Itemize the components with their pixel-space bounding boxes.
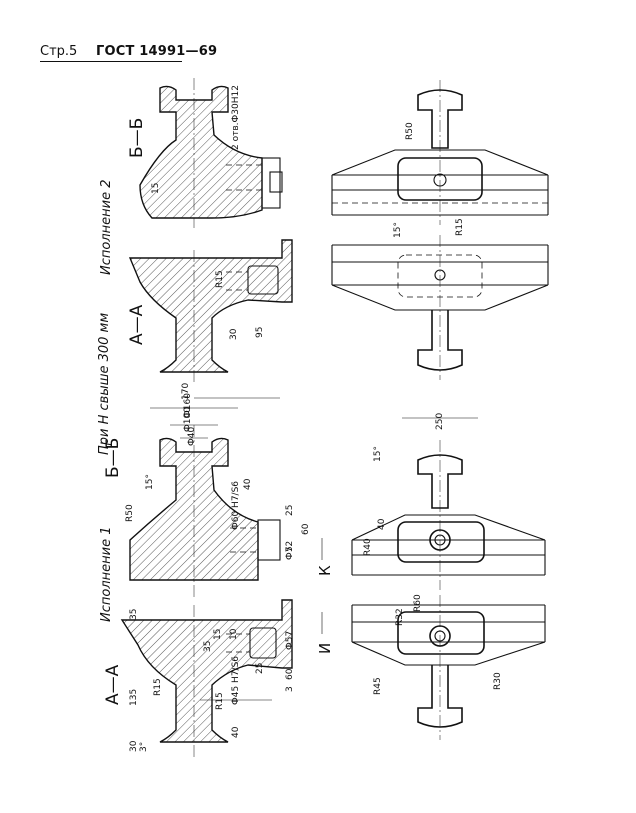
dim-phi100: Ф100 (183, 407, 193, 432)
page-number: 5 (69, 44, 78, 59)
view-i-label: И (316, 643, 334, 654)
dim-30-b: 30 (229, 328, 239, 340)
section-bb-bottom: Б—Б (103, 438, 123, 478)
variant2-plan-view (331, 80, 549, 380)
dim-holes: 2 отв.Ф30Н12 (231, 85, 241, 150)
dim-25-b: 25 (285, 505, 295, 516)
dim-phi40: Ф40 (187, 427, 197, 446)
dim-r15-v2: R15 (215, 270, 225, 288)
variant2-title: Исполнение 2 (99, 180, 114, 275)
dim-30: 30 (129, 740, 139, 752)
dim-r30: R30 (493, 672, 503, 690)
dim-r50-b: R50 (125, 504, 135, 522)
dim-r15-v2b: R15 (455, 218, 465, 236)
dim-r45: R45 (373, 677, 383, 695)
dim-3deg: 3° (139, 742, 149, 752)
dim-40-c: 40 (377, 518, 387, 530)
variant1-section-aa (120, 599, 293, 760)
variant2-section-aa (128, 239, 293, 385)
dim-r15-b: R15 (215, 692, 225, 710)
dim-15-a: 15 (213, 629, 223, 640)
dim-60-b: 60 (301, 523, 311, 535)
dim-25-a: 25 (255, 663, 265, 674)
dim-15deg-v2: 15° (393, 222, 403, 238)
dim-15-b: 15 (151, 183, 161, 194)
dim-95: 95 (255, 327, 265, 338)
dim-170: 170 (181, 383, 191, 400)
dim-phi57: Ф57 (285, 631, 295, 650)
variant2-section-bb (139, 78, 283, 228)
dim-10: 10 (229, 628, 239, 640)
dim-35-b: 35 (203, 641, 213, 652)
dim-35-a: 35 (129, 609, 139, 620)
header-underline (40, 61, 182, 62)
variant1-plan-view (351, 417, 546, 740)
dim-r50-v2: R50 (405, 122, 415, 140)
dim-3: 3 (285, 686, 295, 692)
section-bb-top: Б—Б (127, 118, 147, 158)
dim-phi60: Ф60 H7/S6 (231, 481, 241, 530)
condition-note: При Н свыше 300 мм (97, 313, 112, 455)
section-aa-top: А—А (127, 304, 147, 345)
dim-r15-a: R15 (153, 678, 163, 696)
rotated-labels: При Н свыше 300 мм Исполнение 2 Исполнен… (97, 85, 503, 752)
dim-15deg-v1: 15° (373, 446, 383, 462)
dim-phi72: Ф72 (285, 541, 295, 560)
dim-r32: R32 (395, 608, 405, 626)
dim-phi160: Ф160 (183, 393, 193, 418)
dim-60-a: 60 (285, 668, 295, 680)
dim-5: 5 (285, 546, 295, 552)
variant1-title: Исполнение 1 (99, 527, 114, 622)
dim-40-b: 40 (243, 478, 253, 490)
dim-r60: R60 (413, 594, 423, 612)
variant1-section-bb (129, 397, 281, 600)
dim-r40: R40 (363, 538, 373, 556)
dim-250: 250 (435, 413, 445, 430)
dim-phi45: Ф45 H7/S6 (231, 656, 241, 705)
standard-number: ГОСТ 14991—69 (96, 44, 218, 59)
view-k-label: К (316, 565, 334, 576)
dim-15deg-b: 15° (145, 474, 155, 490)
page-label: Стр. (40, 44, 70, 59)
dim-40-a: 40 (231, 726, 241, 738)
section-aa-bottom: А—А (103, 664, 123, 705)
dim-135: 135 (129, 689, 139, 706)
